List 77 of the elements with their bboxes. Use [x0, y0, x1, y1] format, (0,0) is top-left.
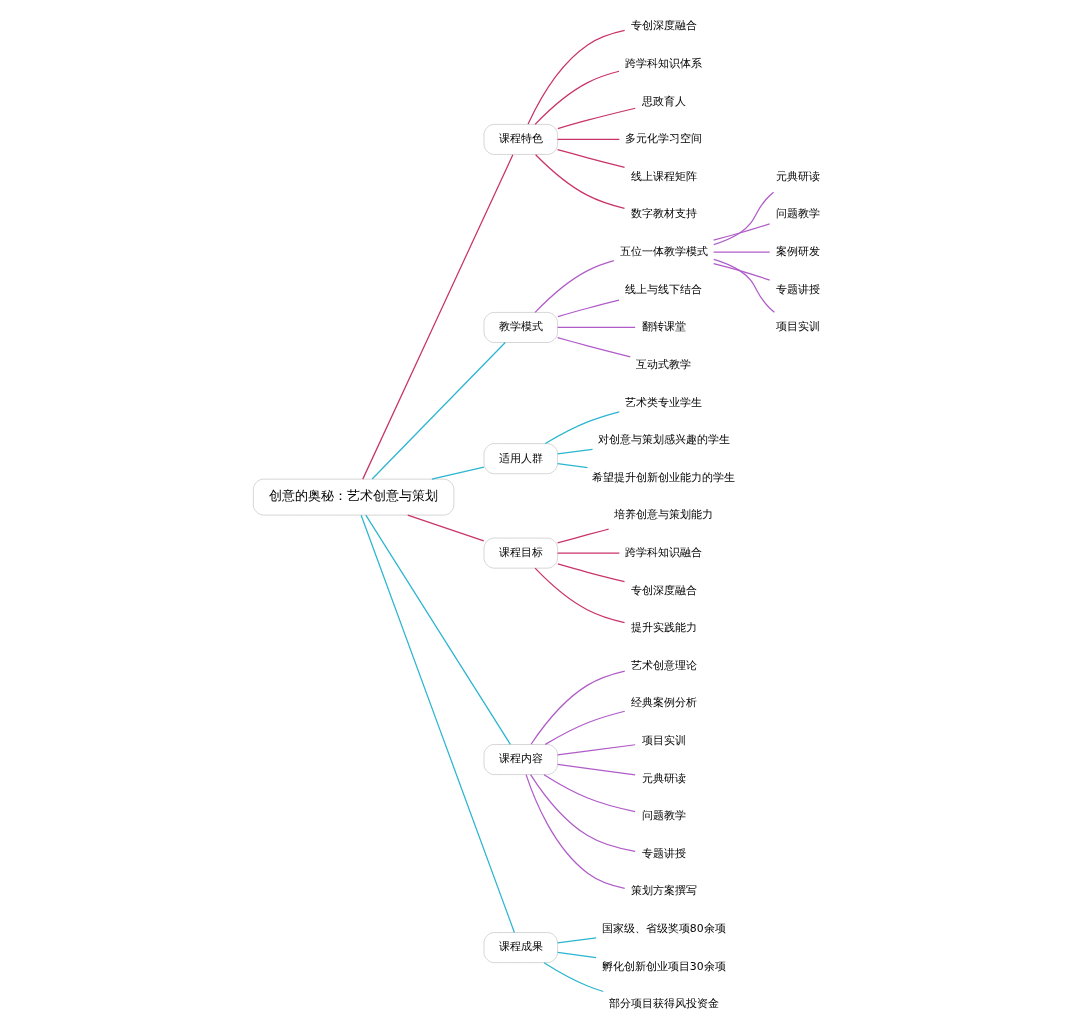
connector [557, 462, 589, 469]
node-text: 跨学科知识融合 [625, 545, 703, 559]
node-text: 提升实践能力 [630, 621, 697, 635]
node-box: 创意的奥秘：艺术创意与策划 [252, 478, 455, 516]
node-text: 五位一体教学模式 [619, 245, 708, 259]
connector [557, 563, 626, 583]
connector [365, 514, 511, 745]
node-box: 课程内容 [483, 744, 558, 775]
connector [557, 744, 636, 756]
node-text: 线上课程矩阵 [630, 169, 697, 183]
connector [713, 191, 775, 246]
node-text: 专题讲授 [776, 282, 821, 296]
connector [360, 514, 515, 934]
node-text: 元典研读 [776, 169, 821, 183]
node-text: 案例研发 [776, 245, 821, 259]
connector [535, 154, 626, 209]
connector [557, 951, 597, 959]
node-text: 元典研读 [641, 771, 686, 785]
connector [557, 937, 597, 944]
node-text: 项目实训 [641, 733, 686, 747]
node-box: 课程目标 [483, 537, 558, 569]
node-text: 对创意与策划感兴趣的学生 [597, 433, 730, 447]
node-text: 部分项目获得风投资金 [608, 997, 719, 1011]
connector [529, 773, 636, 852]
connector [713, 258, 776, 313]
connector [557, 552, 620, 554]
connector [362, 154, 514, 480]
node-text: 线上与线下结合 [625, 282, 703, 296]
node-text: 经典案例分析 [630, 696, 697, 710]
node-text: 互动式教学 [636, 357, 692, 371]
connector [713, 251, 771, 253]
connector [557, 138, 620, 141]
connector [431, 466, 485, 480]
node-text: 问题教学 [776, 207, 821, 221]
connector [530, 670, 626, 745]
node-text: 艺术创意理论 [630, 658, 697, 672]
connector [525, 774, 626, 889]
connector [556, 148, 626, 169]
connector [557, 299, 620, 318]
node-text: 思政育人 [641, 94, 686, 108]
connector [534, 260, 615, 314]
connector [371, 341, 506, 480]
node-text: 专创深度融合 [630, 19, 697, 33]
node-text: 专题讲授 [641, 846, 686, 860]
connector [557, 448, 594, 455]
connector [543, 962, 604, 993]
node-text: 项目实训 [776, 320, 821, 334]
node-text: 艺术类专业学生 [625, 395, 703, 409]
connector [544, 411, 620, 445]
node-box: 课程特色 [483, 123, 558, 155]
connector [556, 337, 631, 358]
node-box: 适用人群 [483, 443, 558, 475]
node-text: 专创深度融合 [630, 583, 697, 597]
node-text: 多元化学习空间 [625, 132, 703, 146]
node-text: 问题教学 [641, 809, 686, 823]
node-text: 培养创意与策划能力 [614, 508, 714, 522]
connector [534, 70, 620, 125]
connector [544, 710, 626, 745]
connector [556, 528, 610, 544]
node-text: 翻转课堂 [641, 320, 686, 334]
node-text: 希望提升创新创业能力的学生 [592, 470, 736, 484]
connector [407, 514, 485, 542]
node-box: 课程成果 [483, 932, 558, 964]
connector [712, 223, 771, 241]
node-text: 数字教材支持 [630, 207, 697, 221]
connector [534, 567, 626, 624]
node-text: 国家级、省级奖项80余项 [601, 922, 726, 936]
node-box: 教学模式 [483, 312, 558, 343]
node-text: 孵化创新创业项目30余项 [601, 959, 726, 973]
connector [713, 263, 771, 281]
node-text: 策划方案撰写 [630, 884, 697, 898]
connector [543, 774, 636, 813]
node-text: 跨学科知识体系 [625, 57, 703, 71]
connector [557, 326, 636, 329]
connector [557, 107, 636, 130]
connector [527, 29, 626, 125]
connector [557, 763, 636, 776]
